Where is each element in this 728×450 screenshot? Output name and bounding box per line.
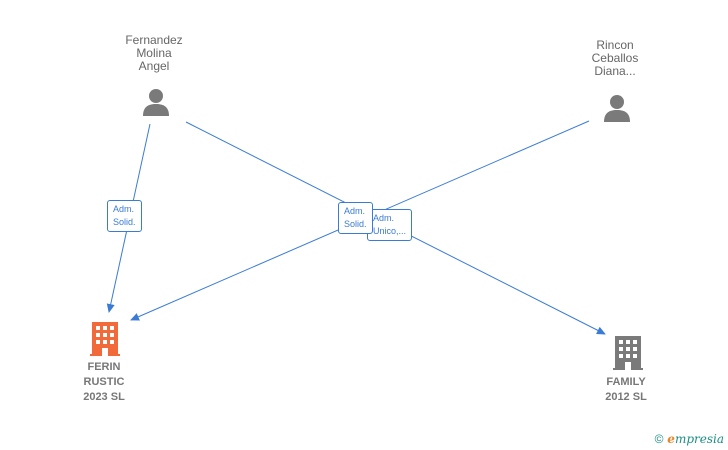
empresia-logo: © empresia bbox=[655, 432, 724, 446]
company-label-family[interactable]: FAMILY 2012 SL bbox=[605, 376, 647, 403]
building-icon[interactable] bbox=[613, 336, 643, 370]
edge-label-adm-solid[interactable]: Adm. Solid. bbox=[338, 202, 373, 234]
company-label-ferin[interactable]: FERIN RUSTIC 2023 SL bbox=[83, 361, 125, 403]
person-icon[interactable] bbox=[143, 89, 169, 116]
person-icon[interactable] bbox=[604, 95, 630, 122]
person-label-fernandez[interactable]: Fernandez Molina Angel bbox=[125, 33, 183, 73]
copyright-symbol: © bbox=[654, 432, 664, 446]
edge-label-adm-solid[interactable]: Adm. Solid. bbox=[107, 200, 142, 232]
building-icon[interactable] bbox=[90, 322, 120, 356]
brand-rest: mpresia bbox=[674, 432, 724, 446]
edge-label-adm-unico[interactable]: Adm. Unico,... bbox=[367, 209, 413, 241]
person-label-rincon[interactable]: Rincon Ceballos Diana... bbox=[591, 38, 639, 78]
brand-e: e bbox=[667, 432, 675, 446]
